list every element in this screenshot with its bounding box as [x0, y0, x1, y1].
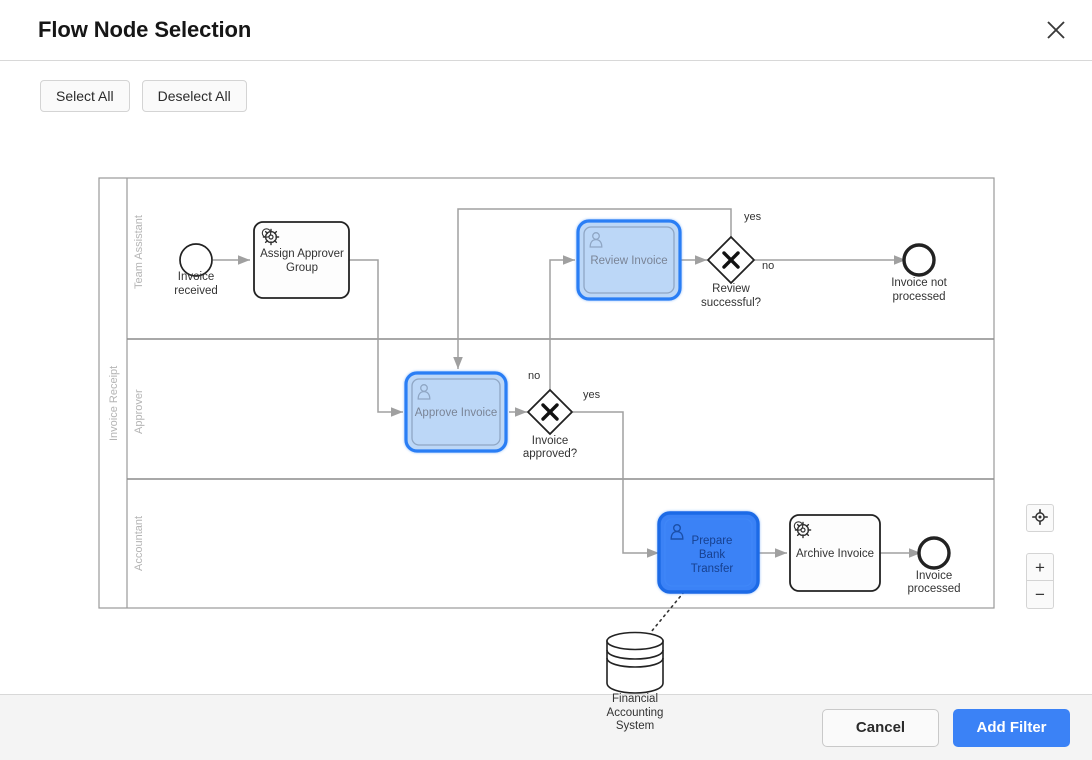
- bpmn-node-end-event-invoice-not-processed[interactable]: Invoice not processed: [891, 243, 948, 303]
- cancel-button[interactable]: Cancel: [822, 708, 939, 747]
- zoom-in-button[interactable]: +: [1026, 553, 1054, 581]
- plus-icon: +: [1035, 557, 1045, 577]
- deselect-all-button[interactable]: Deselect All: [141, 80, 247, 112]
- bpmn-node-gateway-invoice-approved[interactable]: Invoice approved?: [523, 388, 577, 460]
- lane-label-approver: Approver: [133, 389, 145, 434]
- node-label: Archive Invoice: [796, 548, 874, 560]
- flow-label-no-review: no: [762, 260, 774, 272]
- bpmn-node-data-store-financial-accounting-system[interactable]: [606, 631, 664, 694]
- node-label: Assign Approver: [260, 248, 344, 260]
- bpmn-node-task-prepare-bank-transfer[interactable]: Prepare Bank Transfer: [657, 511, 760, 594]
- sequence-flows: [213, 208, 921, 558]
- zoom-out-button[interactable]: −: [1026, 581, 1054, 609]
- bpmn-node-task-archive-invoice[interactable]: Archive Invoice: [789, 514, 881, 592]
- bpmn-node-start-event-invoice-received[interactable]: Invoice received: [174, 243, 218, 297]
- add-filter-button[interactable]: Add Filter: [953, 708, 1070, 747]
- node-label: approved?: [523, 448, 577, 460]
- node-label: Bank: [699, 549, 725, 561]
- node-label: Invoice: [178, 271, 214, 283]
- flow-label-no-approved: no: [528, 370, 540, 382]
- dialog-body: Select All Deselect All: [0, 61, 1092, 732]
- node-label: processed: [907, 583, 960, 595]
- crosshair-target-icon: [1032, 508, 1048, 528]
- data-store-icon: [606, 631, 664, 694]
- node-label: Invoice: [916, 570, 952, 582]
- node-label: successful?: [701, 297, 761, 309]
- select-all-button[interactable]: Select All: [40, 80, 130, 112]
- node-label: Group: [286, 262, 318, 274]
- selection-toolbar: Select All Deselect All: [40, 80, 247, 112]
- bpmn-node-task-assign-approver-group[interactable]: Assign Approver Group: [253, 221, 350, 299]
- lane-label-team-assistant: Team Assistant: [133, 215, 145, 289]
- dialog-footer: Cancel Add Filter: [0, 694, 1092, 760]
- pool-label: Invoice Receipt: [108, 366, 120, 441]
- bpmn-diagram-canvas[interactable]: Invoice Receipt Team Assistant Approver …: [0, 61, 1092, 694]
- close-button[interactable]: [1034, 8, 1078, 52]
- user-task-person-icon: [589, 232, 603, 248]
- service-task-gear-icon: [261, 228, 280, 246]
- data-store-label-line-1: Financial: [611, 693, 659, 705]
- bpmn-node-gateway-review-successful[interactable]: Review successful?: [701, 235, 761, 309]
- data-store-label: Financial Accounting System: [585, 693, 685, 734]
- flow-label-yes-approved: yes: [583, 389, 601, 401]
- node-label: Prepare: [692, 535, 733, 547]
- fit-viewport-button[interactable]: [1026, 504, 1054, 532]
- dialog-header: Flow Node Selection: [0, 0, 1092, 61]
- service-task-gear-icon: [793, 521, 812, 539]
- node-label: received: [174, 285, 217, 297]
- lane-label-accountant: Accountant: [133, 516, 145, 571]
- node-label: Invoice: [532, 435, 568, 447]
- bpmn-node-task-approve-invoice[interactable]: Approve Invoice: [404, 371, 508, 453]
- viewport-controls: + −: [1026, 504, 1054, 609]
- node-label: Approve Invoice: [415, 407, 497, 419]
- data-store-label-line-3: System: [615, 720, 655, 732]
- data-store-label-line-2: Accounting: [606, 706, 664, 719]
- close-icon: [1045, 19, 1067, 41]
- user-task-person-icon: [670, 524, 684, 540]
- node-label: Review: [712, 283, 750, 295]
- bpmn-node-task-review-invoice[interactable]: Review Invoice: [576, 219, 682, 301]
- minus-icon: −: [1035, 585, 1045, 604]
- page-title: Flow Node Selection: [38, 17, 252, 42]
- node-label: Invoice not: [891, 277, 947, 289]
- bpmn-node-end-event-invoice-processed[interactable]: Invoice processed: [907, 536, 961, 595]
- user-task-person-icon: [417, 384, 431, 400]
- node-label: processed: [892, 291, 945, 303]
- node-label: Transfer: [691, 563, 734, 575]
- flow-label-yes-review: yes: [744, 211, 762, 223]
- node-label: Review Invoice: [590, 255, 667, 267]
- zoom-button-group: + −: [1026, 553, 1054, 609]
